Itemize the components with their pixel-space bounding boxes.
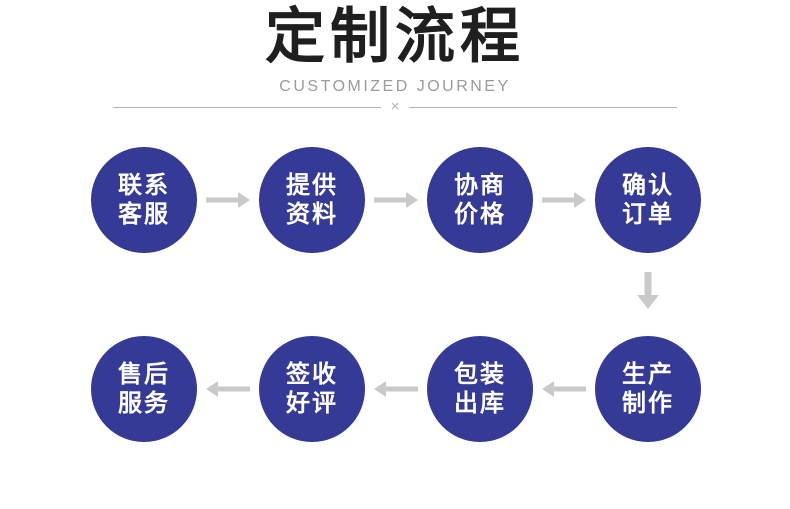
divider-line-right xyxy=(409,106,678,108)
flow-step-label-line: 生产 xyxy=(622,361,674,388)
flow-step-confirm-order: 确认 订单 xyxy=(595,147,701,253)
flow-step-contact-support: 联系 客服 xyxy=(91,147,197,253)
flow-step-pack-and-ship: 包装 出库 xyxy=(427,336,533,442)
flow-step-label-line: 售后 xyxy=(118,361,170,388)
flow-step-after-sales-service: 售后 服务 xyxy=(91,336,197,442)
arrow-right-icon xyxy=(206,185,250,215)
flow-step-label-line: 出库 xyxy=(454,390,506,417)
flow-step-label-line: 提供 xyxy=(286,172,338,199)
flow-step-label-line: 制作 xyxy=(622,390,674,417)
flow-step-negotiate-price: 协商 价格 xyxy=(427,147,533,253)
page-title: 定制流程 xyxy=(265,3,525,70)
flow-step-label-line: 好评 xyxy=(286,390,338,417)
arrow-left-icon xyxy=(542,374,586,404)
title-divider: × xyxy=(0,98,790,115)
flow-step-production: 生产 制作 xyxy=(595,336,701,442)
arrow-down-icon xyxy=(633,272,663,312)
divider-x-mark: × xyxy=(390,98,400,115)
arrow-right-icon xyxy=(374,185,418,215)
flow-step-label-line: 协商 xyxy=(454,172,506,199)
flow-step-sign-and-review: 签收 好评 xyxy=(259,336,365,442)
flow-step-label-line: 签收 xyxy=(286,361,338,388)
flow-step-label-line: 联系 xyxy=(118,172,170,199)
divider-line-left xyxy=(112,106,381,108)
arrow-left-icon xyxy=(206,374,250,404)
flow-step-label-line: 价格 xyxy=(454,201,506,228)
arrow-left-icon xyxy=(374,374,418,404)
flow-step-label-line: 资料 xyxy=(286,201,338,228)
page-subtitle: CUSTOMIZED JOURNEY xyxy=(279,78,511,95)
flow-step-provide-materials: 提供 资料 xyxy=(259,147,365,253)
flow-step-label-line: 客服 xyxy=(118,201,170,228)
flow-step-label-line: 订单 xyxy=(622,201,674,228)
flow-step-label-line: 确认 xyxy=(622,172,674,199)
arrow-right-icon xyxy=(542,185,586,215)
flow-step-label-line: 包装 xyxy=(454,361,506,388)
flow-step-label-line: 服务 xyxy=(118,390,170,417)
